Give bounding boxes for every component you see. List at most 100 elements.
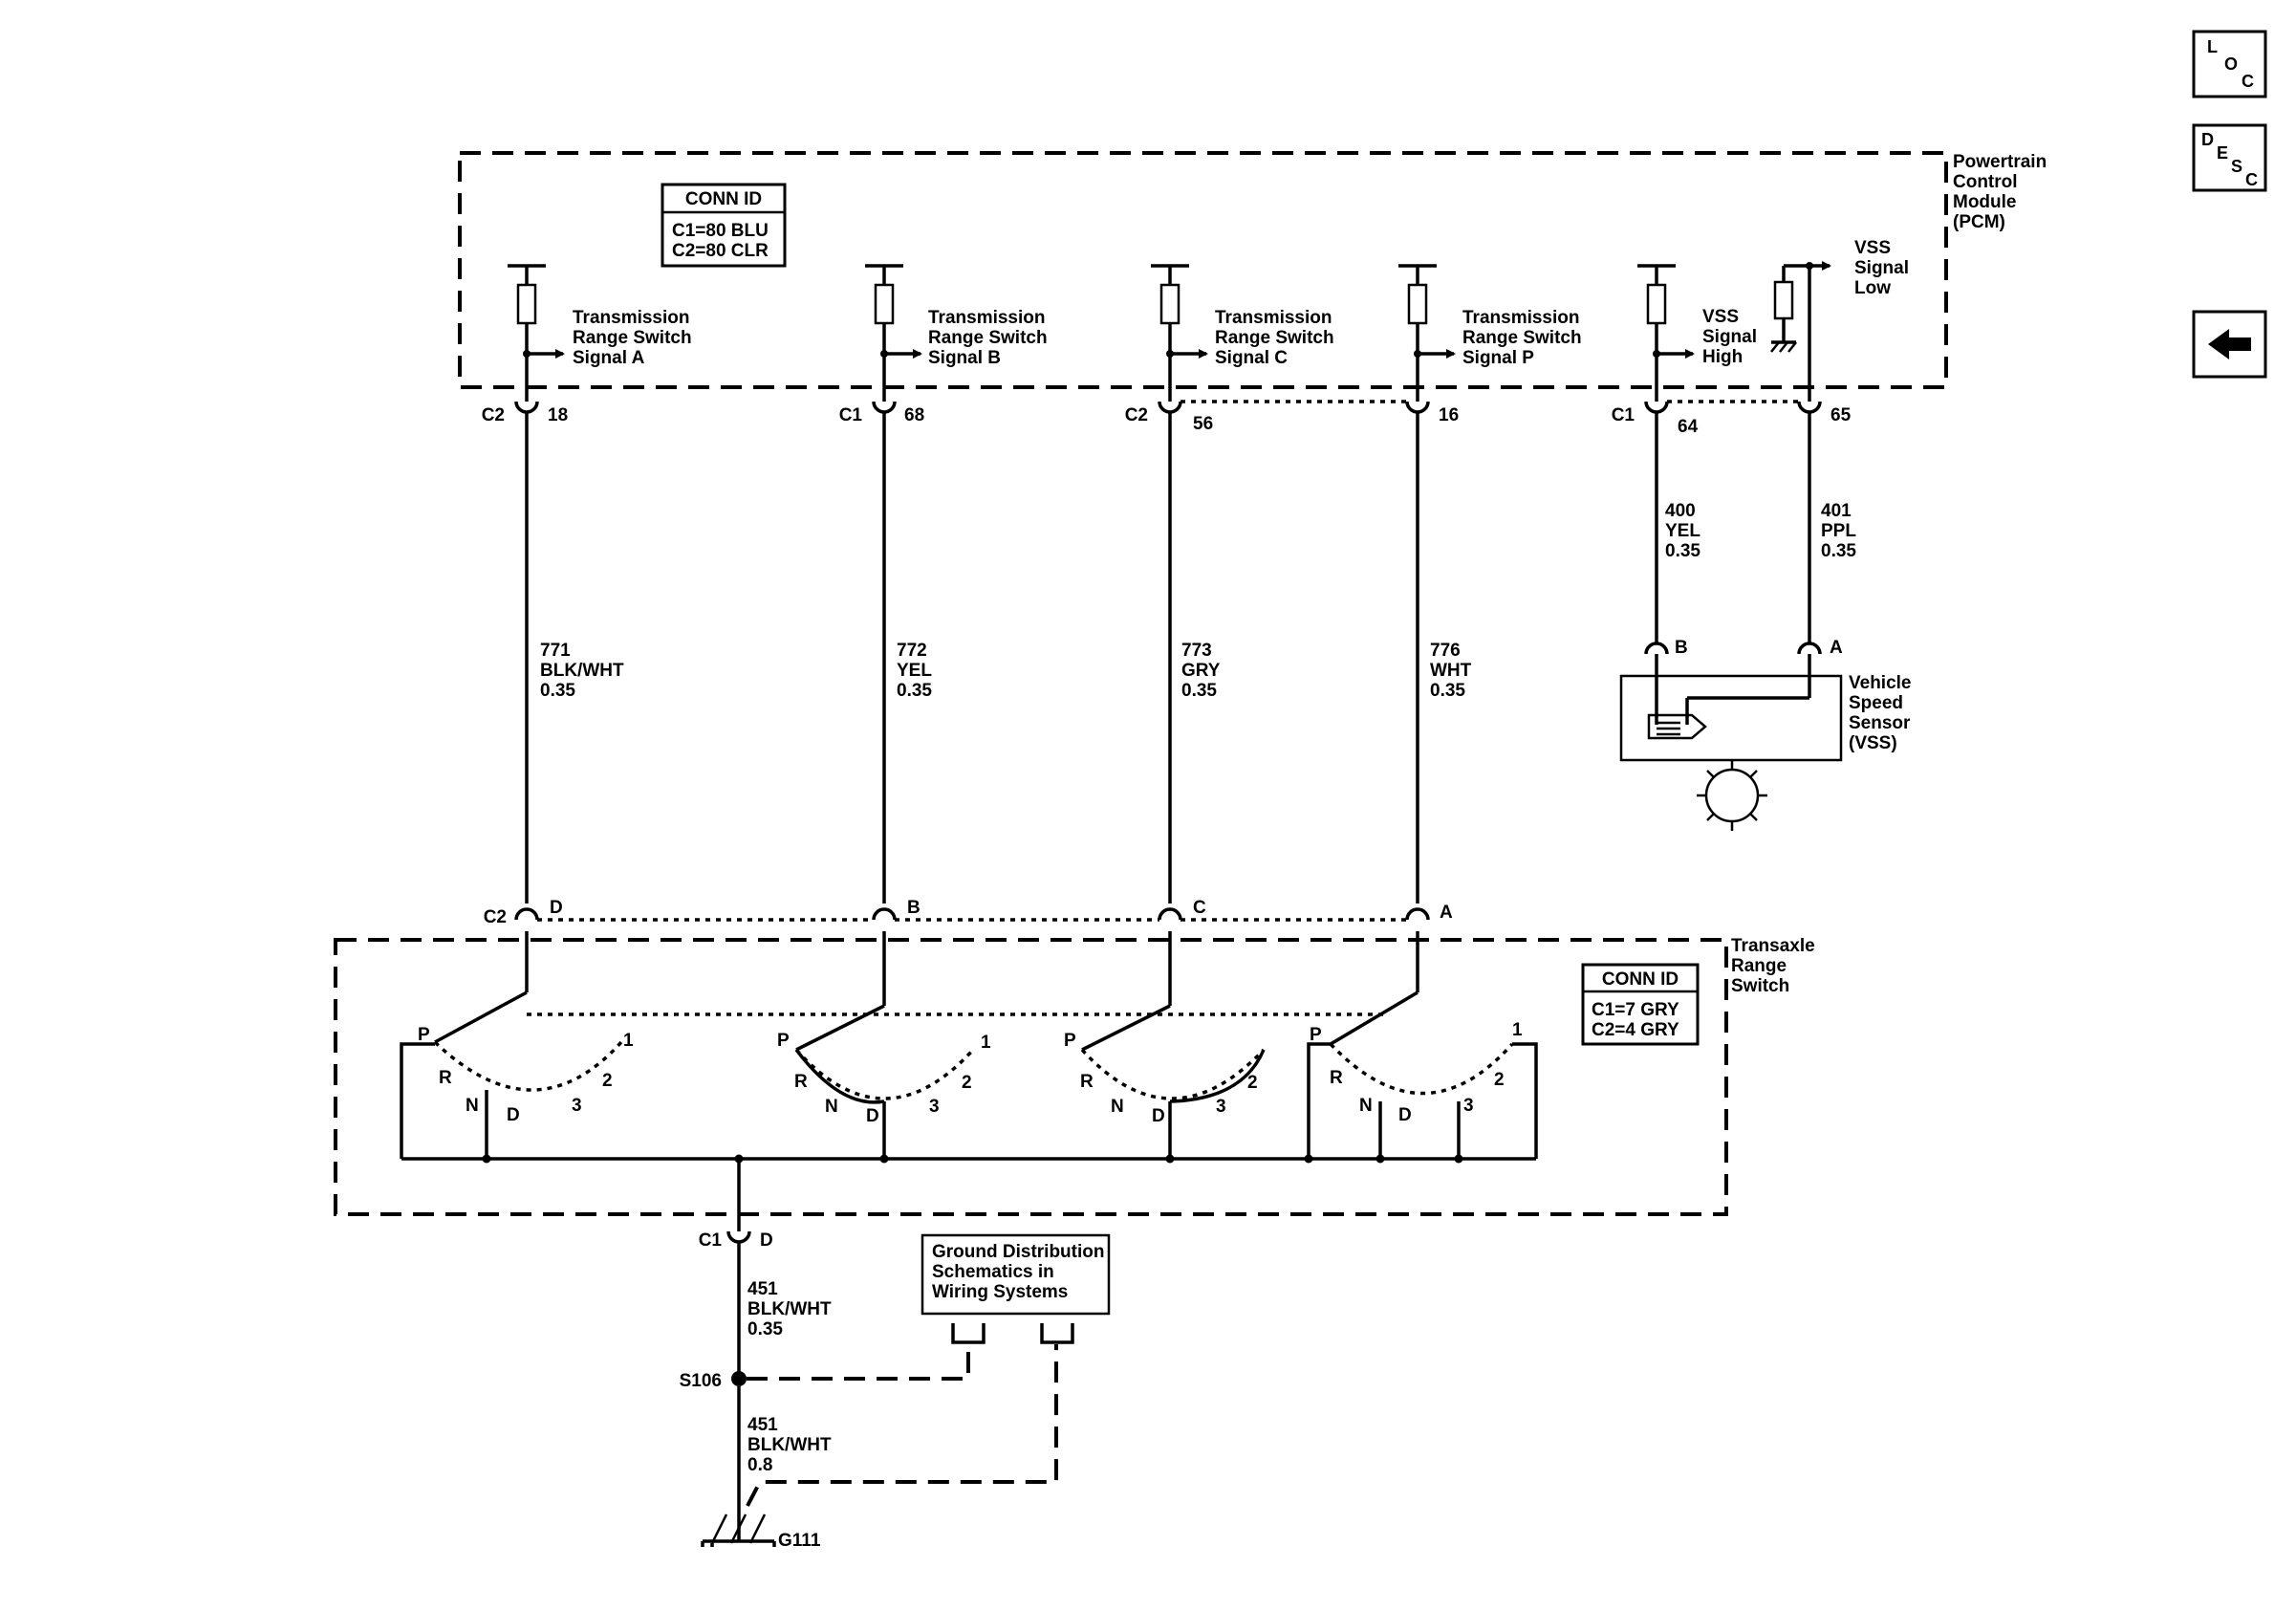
svg-text:WHT: WHT: [1430, 661, 1472, 681]
svg-text:C1: C1: [699, 1230, 723, 1251]
splice-s106: S106: [680, 1344, 970, 1391]
svg-text:N: N: [1359, 1096, 1373, 1116]
switch-section-c: P R N D 3 2: [1064, 931, 1266, 1159]
wire-773: 773 GRY 0.35: [1168, 412, 1221, 903]
svg-text:Switch: Switch: [1731, 976, 1789, 996]
svg-text:451: 451: [747, 1415, 778, 1435]
svg-text:GRY: GRY: [1181, 661, 1221, 681]
svg-text:D: D: [1398, 1105, 1412, 1125]
svg-text:Range Switch: Range Switch: [1462, 328, 1582, 348]
svg-text:C: C: [2242, 72, 2254, 91]
loc-button[interactable]: L O C: [2192, 30, 2267, 98]
svg-text:0.35: 0.35: [1181, 681, 1217, 701]
left-arrow-icon: [2208, 329, 2251, 359]
svg-text:772: 772: [897, 641, 927, 661]
desc-button[interactable]: D E S C: [2192, 123, 2267, 192]
signal-c-circuit: Transmission Range Switch Signal C: [1151, 264, 1334, 402]
svg-text:C1=80 BLU: C1=80 BLU: [672, 221, 769, 241]
svg-text:Range Switch: Range Switch: [573, 328, 692, 348]
svg-text:D: D: [1152, 1106, 1165, 1126]
svg-text:CONN ID: CONN ID: [1602, 969, 1679, 990]
svg-text:Signal: Signal: [1702, 327, 1757, 347]
svg-text:C2=80 CLR: C2=80 CLR: [672, 241, 769, 261]
svg-text:0.35: 0.35: [897, 681, 932, 701]
svg-text:BLK/WHT: BLK/WHT: [747, 1435, 832, 1455]
svg-text:P: P: [418, 1025, 430, 1045]
svg-text:N: N: [825, 1097, 838, 1117]
svg-text:P: P: [777, 1031, 790, 1051]
pcm-connector-row: C2 18 C1 68 C2 56 16 C1 64 65: [482, 400, 1852, 437]
svg-text:VSS: VSS: [1854, 238, 1891, 258]
svg-text:C2: C2: [1125, 405, 1148, 425]
svg-text:E: E: [2217, 143, 2228, 163]
sensor-pickup-icon: [1647, 713, 1707, 740]
switch-ground-bus: [401, 1154, 1536, 1231]
svg-text:1: 1: [623, 1031, 634, 1051]
signal-b-circuit: Transmission Range Switch Signal B: [865, 264, 1048, 402]
svg-text:3: 3: [1216, 1097, 1226, 1117]
svg-text:0.35: 0.35: [1430, 681, 1465, 701]
switch-boundary: [334, 938, 1728, 1216]
svg-text:0.35: 0.35: [1665, 541, 1700, 561]
svg-text:PPL: PPL: [1821, 521, 1856, 541]
svg-text:Powertrain: Powertrain: [1953, 152, 2047, 172]
reluctor-wheel-icon: [1697, 760, 1767, 831]
vss-low-circuit: VSS Signal Low: [1770, 238, 1909, 402]
switch-section-b: P R N D 3 2 1: [777, 931, 991, 1159]
svg-text:P: P: [1064, 1031, 1076, 1051]
svg-text:56: 56: [1193, 414, 1213, 434]
svg-text:0.8: 0.8: [747, 1455, 772, 1475]
switch-conn-id-box: CONN ID C1=7 GRY C2=4 GRY: [1581, 963, 1700, 1046]
svg-text:N: N: [466, 1096, 479, 1116]
svg-text:C1: C1: [839, 405, 863, 425]
vss-connector: B A: [1644, 638, 1843, 658]
svg-text:C2: C2: [484, 907, 507, 927]
svg-text:Transmission: Transmission: [1462, 308, 1580, 328]
svg-text:3: 3: [929, 1097, 940, 1117]
wire-451-b: 451 BLK/WHT 0.8: [737, 1386, 832, 1541]
svg-text:401: 401: [1821, 501, 1852, 521]
svg-text:451: 451: [747, 1279, 778, 1299]
wire-771: 771 BLK/WHT 0.35: [525, 412, 624, 903]
svg-text:Module: Module: [1953, 192, 2017, 212]
svg-text:65: 65: [1830, 405, 1852, 425]
wire-772: 772 YEL 0.35: [882, 412, 932, 903]
svg-text:Sensor: Sensor: [1849, 713, 1911, 733]
switch-connector-row: C2 D B C A: [484, 898, 1453, 927]
svg-text:1: 1: [981, 1033, 991, 1053]
svg-text:Signal: Signal: [1854, 258, 1909, 278]
ground-symbol-g111: G111: [701, 1344, 1058, 1551]
svg-text:R: R: [1330, 1068, 1343, 1088]
back-button[interactable]: [2192, 310, 2267, 379]
pcm-label: Powertrain Control Module (PCM): [1953, 152, 2047, 232]
svg-text:3: 3: [1463, 1096, 1474, 1116]
svg-text:B: B: [907, 898, 921, 918]
svg-text:771: 771: [540, 641, 571, 661]
svg-text:400: 400: [1665, 501, 1696, 521]
svg-text:Speed: Speed: [1849, 693, 1903, 713]
svg-text:Ground Distribution: Ground Distribution: [932, 1242, 1104, 1262]
svg-text:R: R: [1080, 1072, 1094, 1092]
svg-text:P: P: [1310, 1025, 1322, 1045]
ground-connector: C1 D: [699, 1230, 773, 1251]
svg-text:(VSS): (VSS): [1849, 733, 1897, 753]
svg-text:N: N: [1111, 1097, 1124, 1117]
svg-text:BLK/WHT: BLK/WHT: [747, 1299, 832, 1319]
wire-451-a: 451 BLK/WHT 0.35: [737, 1242, 832, 1377]
svg-text:Transmission: Transmission: [573, 308, 690, 328]
svg-text:Range: Range: [1731, 956, 1787, 976]
svg-text:S106: S106: [680, 1371, 722, 1391]
svg-text:L: L: [2207, 37, 2218, 56]
svg-text:High: High: [1702, 347, 1743, 367]
svg-text:2: 2: [1247, 1073, 1258, 1093]
wire-776: 776 WHT 0.35: [1416, 412, 1472, 903]
svg-text:0.35: 0.35: [1821, 541, 1856, 561]
svg-text:Wiring Systems: Wiring Systems: [932, 1282, 1068, 1302]
svg-text:VSS: VSS: [1702, 307, 1739, 327]
svg-text:C1=7 GRY: C1=7 GRY: [1592, 1000, 1679, 1020]
svg-text:YEL: YEL: [897, 661, 932, 681]
svg-text:16: 16: [1439, 405, 1459, 425]
svg-text:D: D: [550, 898, 563, 918]
ground-distribution-ref[interactable]: Ground Distribution Schematics in Wiring…: [921, 1233, 1111, 1344]
